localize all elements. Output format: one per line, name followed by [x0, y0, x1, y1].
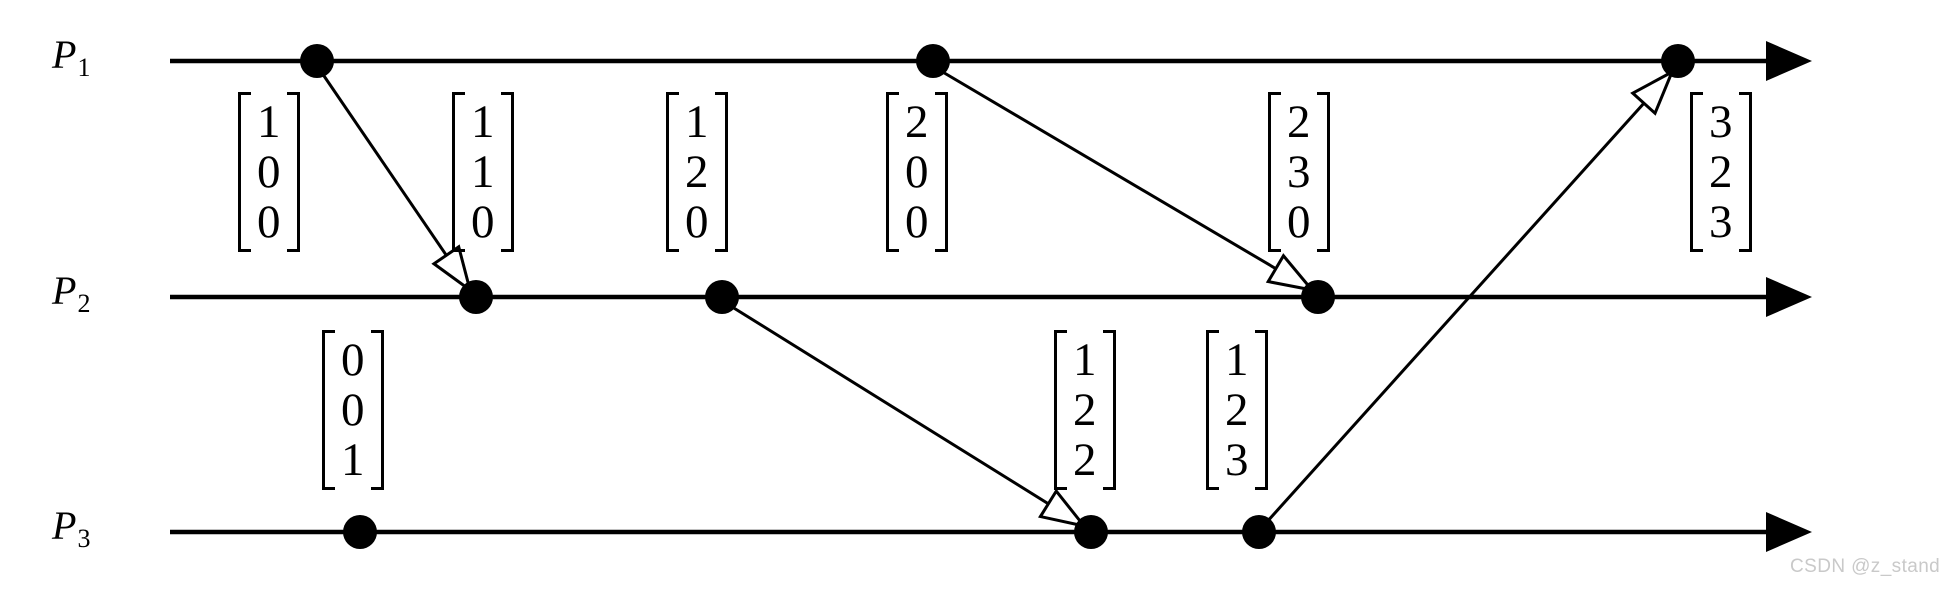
- vector-component-3: 1: [341, 434, 365, 486]
- vector-component-3: 0: [685, 196, 709, 248]
- process-label-p1: P1: [52, 35, 90, 81]
- timeline-arrowhead-p2: [1766, 277, 1812, 317]
- process-label-subscript: 1: [77, 52, 91, 82]
- event-dot-e11[interactable]: [300, 44, 334, 78]
- bracket-right-icon: [934, 92, 948, 252]
- vector-component-3: 3: [1709, 196, 1733, 248]
- bracket-left-icon: [1268, 92, 1281, 252]
- vector-component-3: 0: [1287, 196, 1311, 248]
- process-label-name: P: [52, 268, 77, 313]
- event-dot-e21[interactable]: [459, 280, 493, 314]
- vector-component-1: 1: [685, 96, 709, 148]
- bracket-left-icon: [1206, 330, 1219, 490]
- bracket-left-icon: [666, 92, 679, 252]
- vector-component-1: 1: [1225, 334, 1249, 386]
- vector-component-3: 0: [471, 196, 495, 248]
- process-label-p3: P3: [52, 506, 90, 552]
- process-label-p2: P2: [52, 271, 90, 317]
- message-line-m4: [1263, 70, 1674, 526]
- vector-component-1: 2: [1287, 96, 1311, 148]
- vector-component-2: 3: [1287, 146, 1311, 198]
- bracket-right-icon: [1254, 330, 1268, 490]
- event-dot-e31[interactable]: [343, 515, 377, 549]
- event-dot-e32[interactable]: [1074, 515, 1108, 549]
- bracket-left-icon: [238, 92, 251, 252]
- vector-component-1: 2: [905, 96, 929, 148]
- bracket-left-icon: [452, 92, 465, 252]
- vector-component-2: 0: [905, 146, 929, 198]
- vector-component-2: 1: [471, 146, 495, 198]
- vector-component-1: 0: [341, 334, 365, 386]
- bracket-right-icon: [286, 92, 300, 252]
- event-dot-e22[interactable]: [705, 280, 739, 314]
- vector-component-1: 3: [1709, 96, 1733, 148]
- process-label-name: P: [52, 32, 77, 77]
- vector-component-2: 2: [1709, 146, 1733, 198]
- process-label-subscript: 3: [77, 523, 91, 553]
- process-timelines-layer: [170, 41, 1812, 552]
- event-dot-e33[interactable]: [1242, 515, 1276, 549]
- message-arrowhead-m3: [1038, 488, 1088, 529]
- bracket-left-icon: [322, 330, 335, 490]
- bracket-right-icon: [1102, 330, 1116, 490]
- timeline-arrowhead-p1: [1766, 41, 1812, 81]
- event-dots-layer: [300, 44, 1695, 549]
- vector-component-2: 2: [685, 146, 709, 198]
- bracket-left-icon: [886, 92, 899, 252]
- bracket-right-icon: [714, 92, 728, 252]
- message-line-m2: [940, 69, 1313, 292]
- vector-component-2: 2: [1225, 384, 1249, 436]
- timeline-arrowhead-p3: [1766, 512, 1812, 552]
- message-arrows-layer: [320, 68, 1675, 529]
- vector-component-3: 0: [257, 196, 281, 248]
- message-arrowhead-m4: [1630, 68, 1675, 116]
- vector-component-3: 0: [905, 196, 929, 248]
- process-label-subscript: 2: [77, 288, 91, 318]
- bracket-right-icon: [370, 330, 384, 490]
- event-dot-e12[interactable]: [916, 44, 950, 78]
- vector-component-2: 0: [257, 146, 281, 198]
- bracket-right-icon: [1316, 92, 1330, 252]
- vector-component-3: 2: [1073, 434, 1097, 486]
- bracket-right-icon: [500, 92, 514, 252]
- message-line-m1: [320, 72, 472, 291]
- vector-component-1: 1: [257, 96, 281, 148]
- process-label-name: P: [52, 503, 77, 548]
- vector-component-1: 1: [1073, 334, 1097, 386]
- vector-component-2: 0: [341, 384, 365, 436]
- event-dot-e13[interactable]: [1661, 44, 1695, 78]
- vector-component-3: 3: [1225, 434, 1249, 486]
- message-arrowhead-m1: [431, 244, 473, 294]
- message-arrowhead-m2: [1265, 253, 1316, 293]
- event-dot-e23[interactable]: [1301, 280, 1335, 314]
- bracket-right-icon: [1738, 92, 1752, 252]
- message-line-m3: [728, 303, 1085, 528]
- vector-component-2: 2: [1073, 384, 1097, 436]
- bracket-left-icon: [1690, 92, 1703, 252]
- bracket-left-icon: [1054, 330, 1067, 490]
- watermark: CSDN @z_stand: [1790, 556, 1940, 577]
- vector-component-1: 1: [471, 96, 495, 148]
